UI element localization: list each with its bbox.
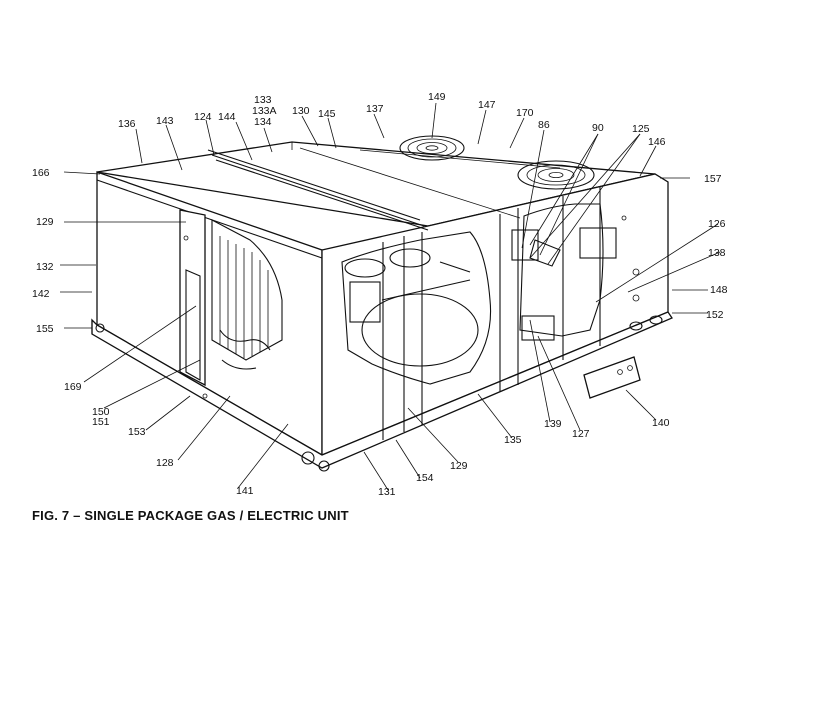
callout-134: 134 — [254, 116, 272, 128]
blower-cutaway — [341, 231, 492, 385]
flue-box — [579, 227, 617, 259]
callout-86: 86 — [538, 119, 550, 131]
callout-139: 139 — [544, 418, 562, 430]
callout-147: 147 — [478, 99, 496, 111]
blower-motor — [349, 281, 381, 323]
callout-137: 137 — [366, 103, 384, 115]
unit-cabinet — [91, 135, 673, 472]
callout-157: 157 — [704, 173, 722, 185]
callout-133a: 133A — [252, 105, 277, 117]
callout-151: 151 — [92, 416, 110, 428]
access-knob-1 — [632, 268, 640, 276]
leader-lines — [60, 102, 721, 491]
callout-131: 131 — [378, 486, 396, 498]
callout-166: 166 — [32, 167, 50, 179]
callout-135: 135 — [504, 434, 522, 446]
callout-129-front: 129 — [450, 460, 468, 472]
burner-assembly — [529, 239, 561, 267]
callout-140: 140 — [652, 417, 670, 429]
base-rail — [91, 311, 673, 469]
callout-129-left: 129 — [36, 216, 54, 228]
callout-127: 127 — [572, 428, 590, 440]
callout-148: 148 — [710, 284, 728, 296]
heat-exchanger-cutaway — [519, 203, 604, 337]
coil-frame — [179, 209, 206, 387]
callout-90: 90 — [592, 122, 604, 134]
callout-146: 146 — [648, 136, 666, 148]
callout-169: 169 — [64, 381, 82, 393]
evaporator-coil — [211, 219, 283, 361]
callout-144: 144 — [218, 111, 236, 123]
callout-145: 145 — [318, 108, 336, 120]
filter-access-panel — [583, 356, 641, 399]
callout-128: 128 — [156, 457, 174, 469]
callout-149: 149 — [428, 91, 446, 103]
blower-wheel-right — [389, 248, 431, 268]
figure-caption: FIG. 7 – SINGLE PACKAGE GAS / ELECTRIC U… — [32, 508, 349, 523]
callout-142: 142 — [32, 288, 50, 300]
callout-124: 124 — [194, 111, 212, 123]
drip-edge — [207, 149, 421, 221]
callout-132: 132 — [36, 261, 54, 273]
left-end-panel — [96, 171, 323, 457]
callout-126: 126 — [708, 218, 726, 230]
fan-guard-front — [517, 160, 595, 190]
blower-wheel-left — [344, 258, 386, 278]
callout-154: 154 — [416, 472, 434, 484]
access-knob-2 — [632, 294, 640, 302]
callout-150: 150 — [92, 406, 110, 418]
control-box — [521, 315, 555, 341]
callout-143: 143 — [156, 115, 174, 127]
callout-133: 133 — [254, 94, 272, 106]
callout-125: 125 — [632, 123, 650, 135]
callout-141: 141 — [236, 485, 254, 497]
callout-labels: 86 90 124 125 126 127 128 129 129 130 13… — [32, 91, 728, 498]
callout-152: 152 — [706, 309, 724, 321]
callout-130: 130 — [292, 105, 310, 117]
callout-155: 155 — [36, 323, 54, 335]
callout-153: 153 — [128, 426, 146, 438]
callout-138: 138 — [708, 247, 726, 259]
callout-170: 170 — [516, 107, 534, 119]
callout-136: 136 — [118, 118, 136, 130]
